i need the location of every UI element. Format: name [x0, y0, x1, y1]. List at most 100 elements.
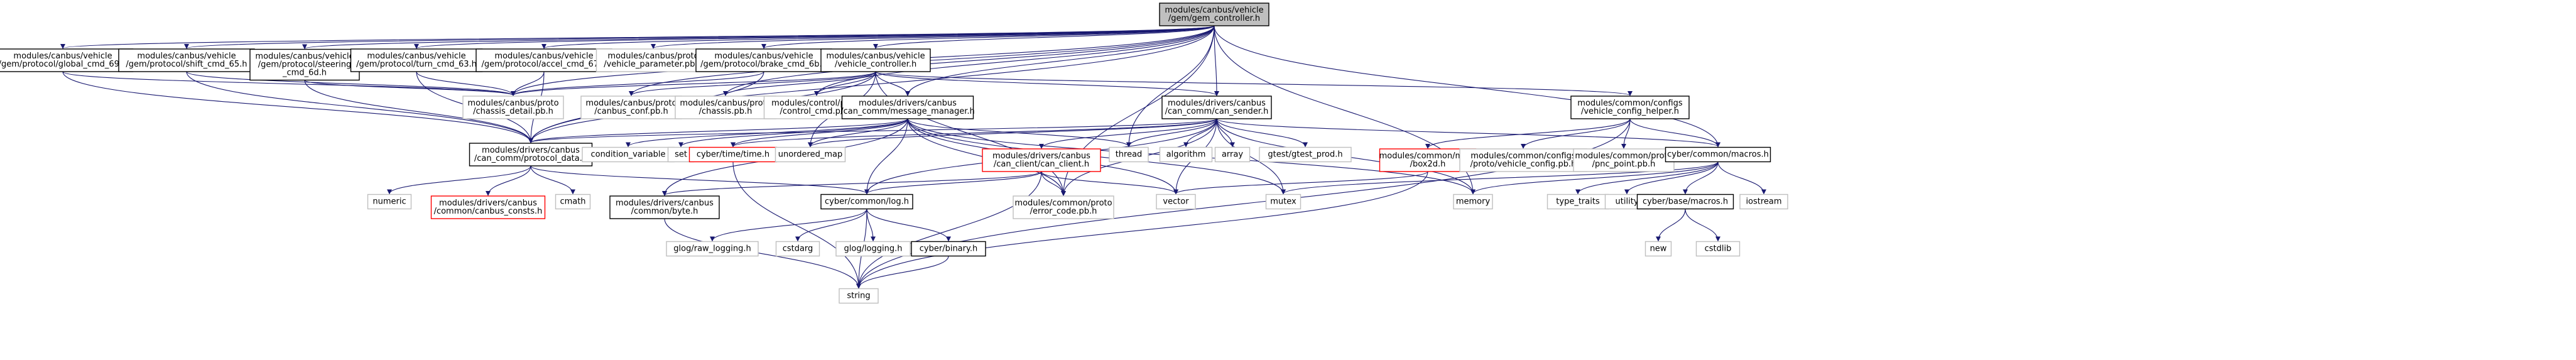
edge-cybermacros-to-cstdlib	[1685, 209, 1720, 242]
node-cstdarg: cstdarg	[775, 241, 820, 257]
node-box-msgmgr	[841, 95, 974, 119]
node-label-cstdlib: cstdlib	[1705, 244, 1732, 254]
node-turn63[interactable]: modules/canbus/vehicle/gem/protocol/turn…	[350, 48, 483, 72]
node-canclient[interactable]: modules/drivers/canbus/can_client/can_cl…	[982, 148, 1101, 172]
node-box-cstdarg	[775, 241, 820, 257]
node-label-line: modules/canbus/vehicle	[1165, 6, 1263, 15]
edge-vehctrl-to-vcfghelper	[875, 71, 1633, 96]
node-canbusconsts[interactable]: modules/drivers/canbus/common/canbus_con…	[430, 195, 546, 219]
edge-root-to-cansender	[1214, 25, 1219, 96]
node-gloglog: glog/logging.h	[835, 241, 911, 257]
node-label-thread: thread	[1116, 150, 1143, 160]
node-label-global69: modules/canbus/vehicle/gem/protocol/glob…	[0, 52, 127, 69]
edge-cybermacros-to-new	[1656, 209, 1686, 242]
edge-global69-to-chassisdetail	[62, 71, 516, 96]
node-byte[interactable]: modules/drivers/canbus/common/byte.h	[609, 195, 720, 219]
edge-log-to-glograw	[710, 209, 867, 242]
node-shift65[interactable]: modules/canbus/vehicle/gem/protocol/shif…	[118, 48, 255, 72]
node-new: new	[1644, 241, 1672, 257]
node-label-line: modules/drivers/canbus	[859, 99, 957, 108]
node-label-cybertime: cyber/time/time.h	[697, 150, 769, 160]
node-canbusconf: modules/canbus/proto/canbus_conf.pb.h	[580, 95, 682, 119]
node-label-line: /gem/protocol/accel_cmd_67.h	[482, 60, 607, 69]
node-box-errorcode	[1013, 195, 1114, 219]
node-box-new	[1644, 241, 1672, 257]
node-label-line: /pnc_point.pb.h	[1592, 160, 1656, 169]
node-box-cmath	[555, 194, 591, 210]
node-cybermacros[interactable]: cyber/base/macros.h	[1636, 194, 1734, 210]
node-vehctrl[interactable]: modules/canbus/vehicle/vehicle_controlle…	[820, 48, 931, 72]
node-string: string	[839, 288, 879, 304]
node-box-cstdlib	[1695, 241, 1741, 257]
node-cstdlib: cstdlib	[1695, 241, 1741, 257]
node-brake6b[interactable]: modules/canbus/vehicle/gem/protocol/brak…	[695, 48, 832, 72]
node-box-string	[839, 288, 879, 304]
node-accel67[interactable]: modules/canbus/vehicle/gem/protocol/acce…	[476, 48, 612, 72]
edge-binary-to-string	[856, 256, 949, 289]
node-label-line: modules/common/proto	[1575, 151, 1672, 161]
node-box-accel67	[476, 48, 612, 72]
node-label-binary: cyber/binary.h	[920, 244, 977, 254]
edge-mathbox-to-string	[856, 171, 1428, 289]
node-label-line: vector	[1163, 197, 1189, 207]
node-log[interactable]: cyber/common/log.h	[820, 194, 913, 210]
node-msgmgr[interactable]: modules/drivers/canbus/can_comm/message_…	[840, 95, 975, 119]
node-binary[interactable]: cyber/binary.h	[911, 241, 986, 257]
node-label-line: thread	[1116, 150, 1143, 160]
node-label-line: cyber/time/time.h	[697, 150, 769, 160]
edge-msgmgr-to-unordmap	[808, 118, 908, 148]
node-box-shift65	[118, 48, 255, 72]
node-label-turn63: modules/canbus/vehicle/gem/protocol/turn…	[356, 52, 477, 69]
edge-protocoldata-to-log	[530, 165, 869, 195]
node-algorithm: algorithm	[1159, 146, 1213, 163]
node-label-line: modules/control/proto	[771, 99, 862, 108]
node-box-turn63	[350, 48, 483, 72]
node-box-vcfghelper	[1570, 95, 1690, 119]
node-box-cybermacros	[1636, 194, 1734, 210]
node-box-vector	[1156, 194, 1196, 210]
node-protocoldata[interactable]: modules/drivers/canbus/can_comm/protocol…	[469, 143, 593, 166]
edge-root-to-shift65	[184, 25, 1215, 49]
node-label-glograw: glog/raw_logging.h	[673, 244, 751, 254]
node-label-line: new	[1650, 244, 1667, 254]
node-iostream: iostream	[1739, 194, 1788, 210]
node-global69[interactable]: modules/canbus/vehicle/gem/protocol/glob…	[0, 48, 134, 72]
node-steer6d[interactable]: modules/canbus/vehicle/gem/protocol/stee…	[249, 48, 360, 81]
node-label-line: /chassis_detail.pb.h	[473, 107, 553, 116]
nodes-layer: modules/canbus/vehicle/gem/gem_controlle…	[0, 3, 1788, 304]
edge-cansender-to-gtestprod	[1216, 118, 1308, 148]
node-label-line: modules/common/configs	[1470, 151, 1576, 161]
node-label-line: /can_comm/protocol_data.h	[474, 154, 587, 163]
edge-root-to-accel67	[541, 25, 1215, 49]
node-label-line: array	[1222, 150, 1243, 160]
edge-root-to-vehctrl	[873, 25, 1215, 49]
node-label-line: /vehicle_config_helper.h	[1581, 107, 1679, 116]
node-label-line: modules/drivers/canbus	[482, 146, 580, 155]
node-label-line: /gem/protocol/global_cmd_69.h	[0, 60, 127, 69]
edge-steer6d-to-chassisdetail	[304, 79, 516, 96]
node-label-line: /gem/protocol/turn_cmd_63.h	[356, 60, 477, 69]
node-cybertime[interactable]: cyber/time/time.h	[688, 146, 778, 163]
node-label-controlcmd: modules/control/proto/control_cmd.pb.h	[771, 99, 862, 116]
node-macros[interactable]: cyber/common/macros.h	[1665, 146, 1771, 163]
node-label-line: iostream	[1746, 197, 1781, 207]
edge-vehctrl-to-cansender	[875, 71, 1219, 96]
node-label-cmath: cmath	[560, 197, 585, 207]
node-label-line: /proto/vehicle_config.pb.h	[1470, 160, 1577, 169]
edge-macros-to-cybermacros	[1683, 161, 1719, 195]
node-vcfghelper[interactable]: modules/common/configs/vehicle_config_he…	[1570, 95, 1690, 119]
node-cansender[interactable]: modules/drivers/canbus/can_comm/can_send…	[1161, 95, 1272, 119]
node-box-vehparam	[595, 48, 711, 72]
node-errorcode: modules/common/proto/error_code.pb.h	[1013, 195, 1114, 219]
node-root[interactable]: modules/canbus/vehicle/gem/gem_controlle…	[1159, 3, 1269, 26]
node-label-string: string	[847, 292, 870, 301]
node-label-set: set	[675, 150, 687, 160]
node-box-thread	[1109, 146, 1149, 163]
edge-cansender-to-unordmap	[808, 118, 1217, 148]
node-label-vehparam: modules/canbus/proto/vehicle_parameter.p…	[604, 52, 703, 69]
node-box-array	[1214, 146, 1251, 163]
edge-msgmgr-to-protocoldata	[528, 118, 908, 143]
node-label-gloglog: glog/logging.h	[844, 244, 903, 254]
node-label-line: modules/drivers/canbus	[616, 199, 714, 208]
node-box-binary	[911, 241, 986, 257]
